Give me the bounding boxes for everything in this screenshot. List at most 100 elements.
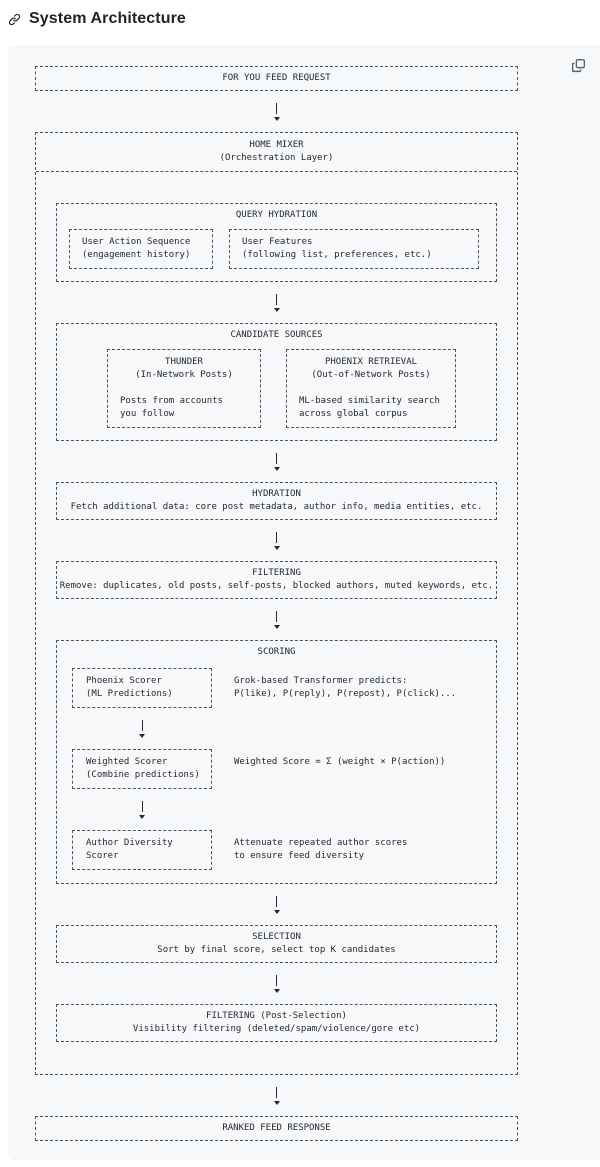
- node-thunder: THUNDER (In-Network Posts) Posts from ac…: [107, 349, 261, 428]
- node-title: SELECTION: [252, 932, 301, 942]
- architecture-diagram: FOR YOU FEED REQUEST HOME MIXER (Orchest…: [8, 45, 600, 1141]
- triangle-down-icon: [273, 466, 280, 471]
- scoring-step: Weighted Scorer (Combine predictions) We…: [72, 749, 496, 789]
- triangle-down-icon: [273, 624, 280, 629]
- scoring-note: Attenuate repeated author scores to ensu…: [234, 830, 407, 870]
- flow-arrow: [56, 884, 497, 925]
- node-hydration: HYDRATION Fetch additional data: core po…: [56, 482, 497, 520]
- copy-icon: [571, 58, 585, 72]
- flow-arrow: [35, 1075, 518, 1116]
- node-title: HYDRATION: [252, 489, 301, 499]
- node-line: Weighted Scorer: [86, 757, 168, 767]
- node-line: (Combine predictions): [86, 770, 200, 780]
- node-home-mixer: HOME MIXER (Orchestration Layer) QUERY H…: [35, 132, 518, 1075]
- node-post-selection-filtering: FILTERING (Post-Selection) Visibility fi…: [56, 1004, 497, 1042]
- code-block: FOR YOU FEED REQUEST HOME MIXER (Orchest…: [8, 45, 600, 1160]
- node-line: Sort by final score, select top K candid…: [157, 945, 396, 955]
- home-mixer-body: QUERY HYDRATION User Action Sequence (en…: [36, 172, 517, 1074]
- node-line: Posts from accounts: [120, 396, 223, 406]
- node-line: Scorer: [86, 851, 119, 861]
- node-line: Author Diversity: [86, 838, 173, 848]
- node-line: Remove: duplicates, old posts, self-post…: [59, 581, 494, 591]
- node-feed-response: RANKED FEED RESPONSE: [35, 1116, 518, 1141]
- triangle-down-icon: [273, 988, 280, 993]
- triangle-down-icon: [273, 1100, 280, 1105]
- node-feed-request: FOR YOU FEED REQUEST: [35, 66, 518, 91]
- node-scoring: SCORING Phoenix Scorer (ML Predictions) …: [56, 640, 497, 884]
- node-weighted-scorer: Weighted Scorer (Combine predictions): [72, 749, 212, 789]
- note-line: Weighted Score = Σ (weight × P(action)): [234, 757, 446, 767]
- node-line: (engagement history): [82, 250, 191, 260]
- node-line: (In-Network Posts): [135, 370, 233, 380]
- copy-button[interactable]: [569, 56, 587, 74]
- page-title: System Architecture: [29, 10, 186, 27]
- node-line: (following list, preferences, etc.): [242, 250, 432, 260]
- section-title: QUERY HYDRATION: [235, 210, 318, 220]
- triangle-down-icon: [139, 814, 145, 819]
- candidate-sources-row: THUNDER (In-Network Posts) Posts from ac…: [107, 349, 496, 428]
- node-filtering: FILTERING Remove: duplicates, old posts,…: [56, 561, 497, 599]
- arrow-stem: [276, 102, 277, 114]
- home-mixer-subtitle: (Orchestration Layer): [219, 153, 334, 163]
- query-hydration-row: User Action Sequence (engagement history…: [69, 229, 496, 269]
- node-line: you follow: [120, 409, 175, 419]
- flow-arrow: [56, 441, 497, 482]
- arrow-stem: [141, 719, 143, 731]
- arrow-stem: [276, 293, 277, 305]
- node-label: FOR YOU FEED REQUEST: [222, 73, 331, 83]
- note-line: P(like), P(reply), P(repost), P(click)..…: [234, 689, 457, 699]
- node-line: THUNDER: [165, 357, 203, 367]
- arrow-stem: [276, 610, 277, 622]
- flow-arrow: [72, 708, 212, 749]
- home-mixer-title: HOME MIXER: [249, 140, 304, 150]
- node-line: (ML Predictions): [86, 689, 173, 699]
- note-line: Attenuate repeated author scores: [234, 838, 408, 848]
- triangle-down-icon: [273, 545, 280, 550]
- node-line: User Action Sequence: [82, 237, 191, 247]
- note-line: to ensure feed diversity: [234, 851, 365, 861]
- node-line: ML-based similarity search: [299, 396, 440, 406]
- heading-anchor[interactable]: [8, 13, 21, 26]
- scoring-step: Phoenix Scorer (ML Predictions) Grok-bas…: [72, 668, 496, 708]
- blank-line: [287, 382, 455, 395]
- triangle-down-icon: [273, 116, 280, 121]
- section-title: SCORING: [257, 647, 296, 657]
- flow-arrow: [56, 963, 497, 1004]
- node-line: across global corpus: [299, 409, 408, 419]
- node-title: FILTERING: [252, 568, 301, 578]
- scoring-note: Grok-based Transformer predicts: P(like)…: [234, 668, 456, 708]
- section-heading: System Architecture: [8, 7, 186, 31]
- arrow-stem: [276, 895, 277, 907]
- blank-line: [108, 382, 260, 395]
- link-icon: [8, 13, 21, 25]
- triangle-down-icon: [139, 733, 145, 738]
- node-line: (Out-of-Network Posts): [311, 370, 431, 380]
- node-label: RANKED FEED RESPONSE: [222, 1123, 331, 1133]
- triangle-down-icon: [273, 307, 280, 312]
- node-line: PHOENIX RETRIEVAL: [324, 357, 418, 367]
- node-line: User Features: [242, 237, 313, 247]
- section-title: CANDIDATE SOURCES: [230, 330, 323, 340]
- node-candidate-sources: CANDIDATE SOURCES THUNDER (In-Network Po…: [56, 323, 497, 441]
- node-line: Visibility filtering (deleted/spam/viole…: [132, 1024, 421, 1034]
- node-user-features: User Features (following list, preferenc…: [229, 229, 479, 269]
- node-author-diversity-scorer: Author Diversity Scorer: [72, 830, 212, 870]
- arrow-stem: [276, 531, 277, 543]
- scoring-step: Author Diversity Scorer Attenuate repeat…: [72, 830, 496, 870]
- flow-arrow: [35, 91, 518, 132]
- node-phoenix-retrieval: PHOENIX RETRIEVAL (Out-of-Network Posts)…: [286, 349, 456, 428]
- flow-arrow: [72, 789, 212, 830]
- arrow-stem: [276, 974, 277, 986]
- node-line: Phoenix Scorer: [86, 676, 162, 686]
- flow-arrow: [56, 282, 497, 323]
- arrow-stem: [276, 452, 277, 464]
- node-line: Fetch additional data: core post metadat…: [70, 502, 483, 512]
- flow-arrow: [56, 599, 497, 640]
- note-line: Grok-based Transformer predicts:: [234, 676, 408, 686]
- node-user-action-sequence: User Action Sequence (engagement history…: [69, 229, 213, 269]
- home-mixer-header: HOME MIXER (Orchestration Layer): [36, 133, 517, 172]
- triangle-down-icon: [273, 909, 280, 914]
- node-selection: SELECTION Sort by final score, select to…: [56, 925, 497, 963]
- scoring-note: Weighted Score = Σ (weight × P(action)): [234, 749, 445, 789]
- node-title: FILTERING (Post-Selection): [206, 1011, 347, 1021]
